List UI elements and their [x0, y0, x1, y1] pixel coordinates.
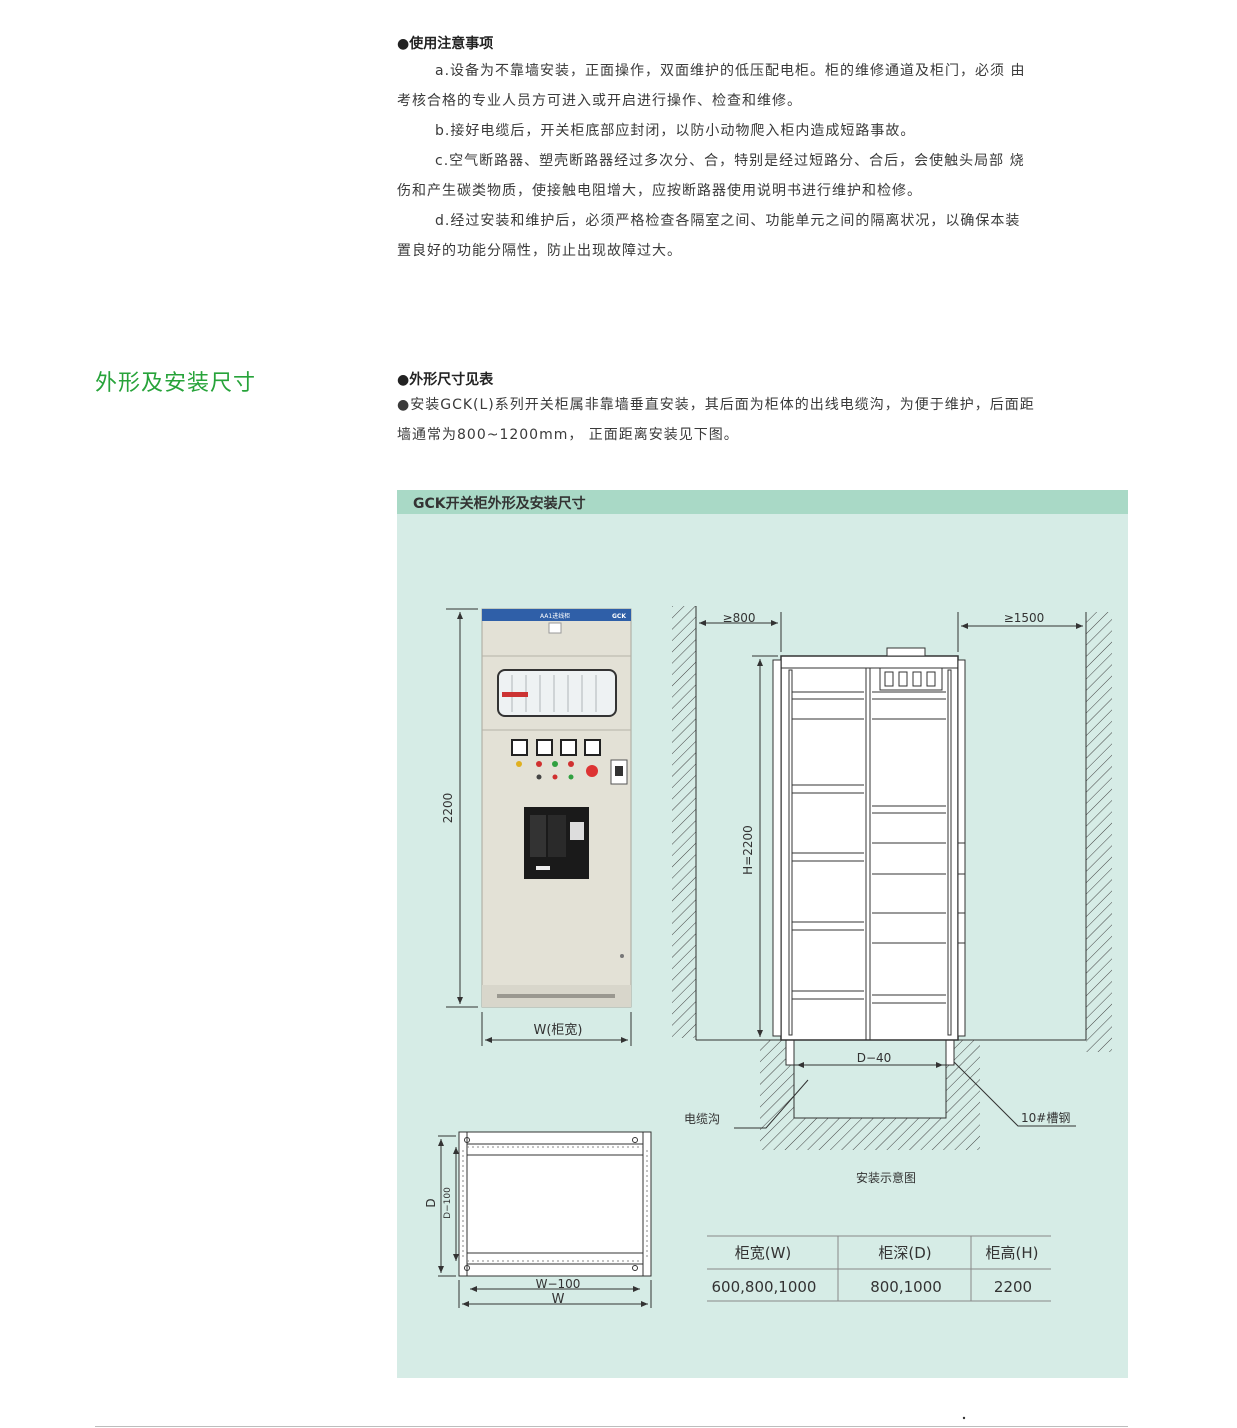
dimension-table — [707, 1235, 1051, 1302]
cabinet-meter-window — [497, 669, 617, 717]
note-d-line2: 置良好的功能分隔性，防止出现故障过大。 — [397, 243, 682, 259]
plan-d100-label: D−100 — [443, 1187, 453, 1219]
cable-trench-label: 电缆沟 — [684, 1112, 720, 1126]
trench-hatch — [760, 1040, 980, 1150]
photo-width-label: W(柜宽) — [534, 1022, 583, 1038]
channel-steel-label: 10#槽钢 — [1021, 1111, 1070, 1125]
notes-body: a.设备为不靠墙安装，正面操作，双面维护的低压配电柜。柜的维修通道及柜门，必须 … — [397, 56, 1128, 266]
photo-height-label: 2200 — [441, 793, 455, 824]
installation-diagram — [672, 606, 1112, 1150]
table-header-height: 柜高(H) — [986, 1244, 1039, 1262]
front-gap-label: ≥800 — [723, 611, 756, 625]
cabinet-header-left: AA1进线柜 — [540, 612, 570, 620]
table-cell-depth: 800,1000 — [870, 1278, 942, 1296]
section-body: ●安装GCK(L)系列开关柜属非靠墙垂直安装，其后面为柜体的出线电缆沟，为便于维… — [397, 390, 1137, 450]
note-a-line2: 考核合格的专业人员方可进入或开启进行操作、检查和维修。 — [397, 93, 802, 109]
photo-dimensions — [446, 608, 632, 1046]
plan-w-label: W — [552, 1292, 565, 1307]
panel-title: GCK开关柜外形及安装尺寸 — [413, 496, 586, 512]
cabinet-header-right: GCK — [612, 613, 626, 620]
cabinet-header-strip — [482, 609, 631, 621]
install-caption: 安装示意图 — [856, 1170, 916, 1185]
section-body-line2: 墙通常为800~1200mm， 正面距离安装见下图。 — [397, 427, 739, 443]
front-wall-hatch — [672, 606, 696, 1038]
table-cell-width: 600,800,1000 — [712, 1278, 817, 1296]
panel-header-bar — [397, 490, 1128, 514]
footer-divider — [95, 1426, 1128, 1427]
note-b: b.接好电缆后，开关柜底部应封闭，以防小动物爬入柜内造成短路事故。 — [435, 123, 916, 139]
table-cell-height: 2200 — [994, 1278, 1032, 1296]
depth-label: D−40 — [857, 1051, 892, 1065]
cabinet-photo: AA1进线柜 GCK — [481, 608, 632, 1008]
rear-wall-hatch — [1086, 612, 1112, 1052]
install-height-label: H=2200 — [741, 825, 755, 875]
note-c-line2: 伤和产生碳类物质，使接触电阻增大，应按断路器使用说明书进行维护和检修。 — [397, 183, 922, 199]
note-d-line1: d.经过安装和维护后，必须严格检查各隔室之间、功能单元之间的隔离状况，以确保本装 — [435, 213, 1021, 229]
section-body-line1: ●安装GCK(L)系列开关柜属非靠墙垂直安装，其后面为柜体的出线电缆沟，为便于维… — [397, 397, 1035, 413]
plan-d-label: D — [424, 1198, 438, 1207]
note-c-line1: c.空气断路器、塑壳断路器经过多次分、合，特别是经过短路分、合后，会使触头局部 … — [435, 153, 1025, 169]
plan-view — [438, 1131, 652, 1308]
notes-title: ●使用注意事项 — [397, 36, 494, 52]
plan-w100-label: W−100 — [536, 1277, 581, 1291]
table-header-width: 柜宽(W) — [735, 1244, 792, 1262]
section-title: 外形及安装尺寸 — [95, 371, 257, 396]
note-a-line1: a.设备为不靠墙安装，正面操作，双面维护的低压配电柜。柜的维修通道及柜门，必须 … — [435, 63, 1026, 79]
table-header-depth: 柜深(D) — [878, 1244, 931, 1262]
rear-gap-label: ≥1500 — [1004, 611, 1045, 625]
section-subtitle: ●外形尺寸见表 — [397, 372, 494, 388]
